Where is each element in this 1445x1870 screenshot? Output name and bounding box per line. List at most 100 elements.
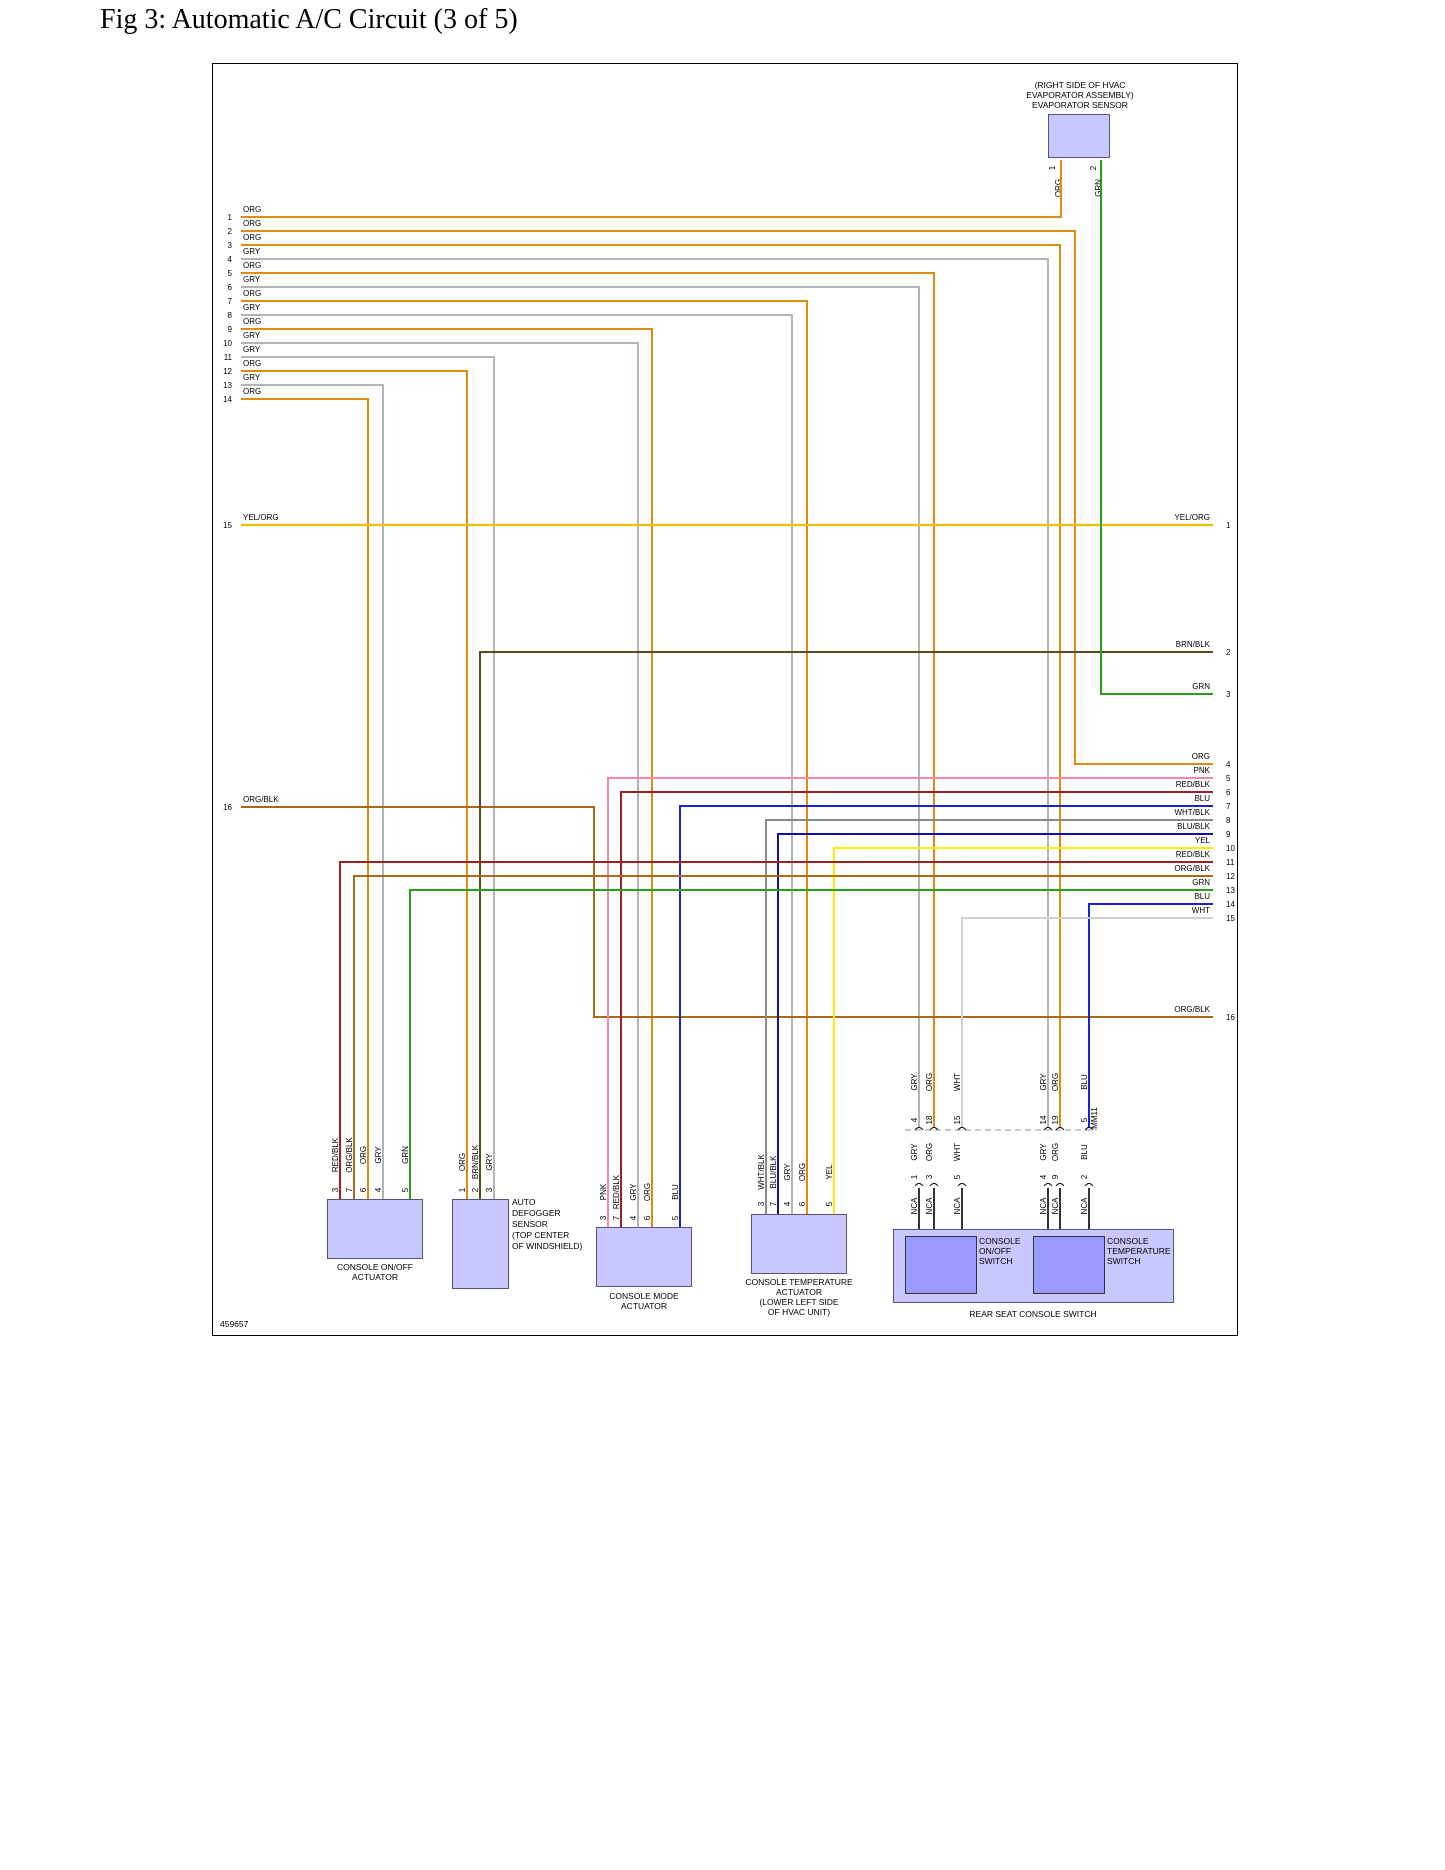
wire-left-7-org: [241, 300, 808, 1216]
wire-right-8-wht-blk: [765, 819, 1213, 1216]
defogger-wire-label-2: BRN/BLK: [471, 1144, 480, 1179]
rear-switch-upper-terminal-0: [914, 1127, 924, 1131]
left-pin-5: 5: [228, 269, 233, 278]
wire-right-2-brn-blk: [479, 651, 1213, 1202]
mode-actuator-label-1: CONSOLE MODE: [609, 1291, 679, 1301]
console-temperature-actuator: [751, 1214, 847, 1274]
right-pin-4: 4: [1226, 760, 1231, 769]
temp-actuator-label-1: CONSOLE TEMPERATURE: [745, 1277, 853, 1287]
right-pin-16: 16: [1226, 1013, 1235, 1022]
rear-switch-lower-terminal-0: [914, 1183, 924, 1187]
rear-switch-upper-pin-5: 5: [1080, 1117, 1089, 1122]
left-wire-label-7: ORG: [243, 289, 261, 298]
temp-actuator-pin-3: 3: [757, 1201, 766, 1206]
left-wire-label-15: YEL/ORG: [243, 513, 279, 522]
right-wire-label-8: WHT/BLK: [1174, 808, 1210, 817]
rear-switch-nca-4: NCA: [1039, 1197, 1048, 1215]
defogger-pin-1: 1: [458, 1187, 467, 1192]
rear-switch-lower-pin-4: 4: [1039, 1174, 1048, 1179]
rear-switch-lower-terminal-5: [1084, 1183, 1094, 1187]
left-wire-label-9: ORG: [243, 317, 261, 326]
wire-left-11-gry: [241, 356, 495, 1202]
right-pin-6: 6: [1226, 788, 1231, 797]
rear-switch-upper-wire-5: BLU: [1080, 1074, 1089, 1090]
right-wire-label-15: WHT: [1192, 906, 1210, 915]
defogger-pin-3: 3: [485, 1187, 494, 1192]
temp-actuator-pin-5: 5: [825, 1201, 834, 1206]
rear-switch-upper-terminal-2: [957, 1127, 967, 1131]
left-wire-label-10: GRY: [243, 331, 261, 340]
rear-switch-connector-id: MM11: [1090, 1107, 1099, 1129]
right-wire-label-12: ORG/BLK: [1174, 864, 1210, 873]
figure-id: 459657: [220, 1319, 249, 1329]
temp-actuator-label-4: OF HVAC UNIT): [767, 1307, 831, 1317]
temp-actuator-pin-6: 6: [798, 1201, 807, 1206]
rear-switch-upper-pin-15: 15: [953, 1115, 962, 1124]
rear-switch-upper-pin-4: 4: [910, 1117, 919, 1122]
rear-switch-lower-terminal-3: [1043, 1183, 1053, 1187]
evap-wire-label-2: GRN: [1094, 179, 1103, 197]
defogger-label-4: (TOP CENTER: [512, 1230, 570, 1240]
left-wire-label-3: ORG: [243, 233, 261, 242]
on-off-actuator-wire-label-4: GRY: [374, 1146, 383, 1164]
right-pin-14: 14: [1226, 900, 1235, 909]
wire-right-10-yel: [833, 847, 1213, 1216]
temp-actuator-pin-4: 4: [783, 1201, 792, 1206]
wire-right-5-pnk: [607, 777, 1213, 1230]
mode-actuator-wire-label-5: BLU: [671, 1184, 680, 1200]
wire-left-13-gry: [241, 384, 384, 1202]
wire-left-3-org: [241, 244, 1061, 1070]
on-off-actuator-label-2: ACTUATOR: [352, 1272, 398, 1282]
right-pin-5: 5: [1226, 774, 1231, 783]
page-title: Fig 3: Automatic A/C Circuit (3 of 5): [100, 4, 518, 35]
defogger-pin-2: 2: [471, 1187, 480, 1192]
wire-left-5-org: [241, 272, 935, 1070]
left-wire-label-6: GRY: [243, 275, 261, 284]
left-pin-15: 15: [223, 521, 232, 530]
on-off-actuator-wire-label-6: ORG: [359, 1146, 368, 1164]
evaporator-sensor: [1048, 114, 1110, 158]
left-pin-3: 3: [228, 241, 233, 250]
left-pin-9: 9: [228, 325, 233, 334]
left-pin-8: 8: [228, 311, 233, 320]
right-wire-label-5: PNK: [1194, 766, 1211, 775]
rear-switch-lower-pin-3: 3: [925, 1174, 934, 1179]
on-off-actuator-pin-4: 4: [374, 1187, 383, 1192]
left-pin-2: 2: [228, 227, 233, 236]
left-pin-13: 13: [223, 381, 232, 390]
right-wire-label-3: GRN: [1192, 682, 1210, 691]
on-off-actuator-wire-label-7: ORG/BLK: [345, 1137, 354, 1173]
mode-actuator-wire-label-6: ORG: [643, 1183, 652, 1201]
wiring-diagram: 1ORG2ORG3ORG4GRY5ORG6GRY7ORG8GRY9ORG10GR…: [223, 126, 1235, 1278]
rear-switch-upper-pin-18: 18: [925, 1115, 934, 1124]
rear-switch-upper-wire-18: ORG: [925, 1073, 934, 1091]
left-wire-label-4: GRY: [243, 247, 261, 256]
evaporator-sensor-label-1: (RIGHT SIDE OF HVAC: [1034, 80, 1126, 90]
left-wire-label-8: GRY: [243, 303, 261, 312]
right-pin-8: 8: [1226, 816, 1231, 825]
mode-actuator-pin-4: 4: [629, 1215, 638, 1220]
console-mode-actuator: [596, 1227, 692, 1287]
wire-left-9-org: [241, 328, 653, 1230]
wire-right-3-grn: [1100, 160, 1213, 695]
left-pin-16: 16: [223, 803, 232, 812]
wire-left-14-org: [241, 398, 369, 1202]
on-off-actuator-label-1: CONSOLE ON/OFF: [336, 1262, 414, 1272]
rear-switch-lower-wire-2: BLU: [1080, 1144, 1089, 1160]
temp-switch-label-3: SWITCH: [1107, 1256, 1141, 1266]
mode-actuator-label-2: ACTUATOR: [621, 1301, 667, 1311]
right-wire-label-16: ORG/BLK: [1174, 1005, 1210, 1014]
mode-actuator-pin-6: 6: [643, 1215, 652, 1220]
on-off-actuator-pin-3: 3: [331, 1187, 340, 1192]
wire-left-6-gry: [241, 286, 920, 1070]
mode-actuator-pin-5: 5: [671, 1215, 680, 1220]
right-pin-15: 15: [1226, 914, 1235, 923]
onoff-switch-label-2: ON/OFF: [979, 1246, 1012, 1256]
rear-switch-lower-wire-5: WHT: [953, 1143, 962, 1161]
rear-switch-lower-wire-1: GRY: [910, 1143, 919, 1161]
rear-switch-lower-wire-9: ORG: [1051, 1143, 1060, 1161]
right-wire-label-10: YEL: [1195, 836, 1211, 845]
wire-left-12-org: [241, 370, 468, 1202]
mode-actuator-wire-label-7: RED/BLK: [612, 1174, 621, 1209]
evap-pin-2: 2: [1089, 165, 1098, 170]
